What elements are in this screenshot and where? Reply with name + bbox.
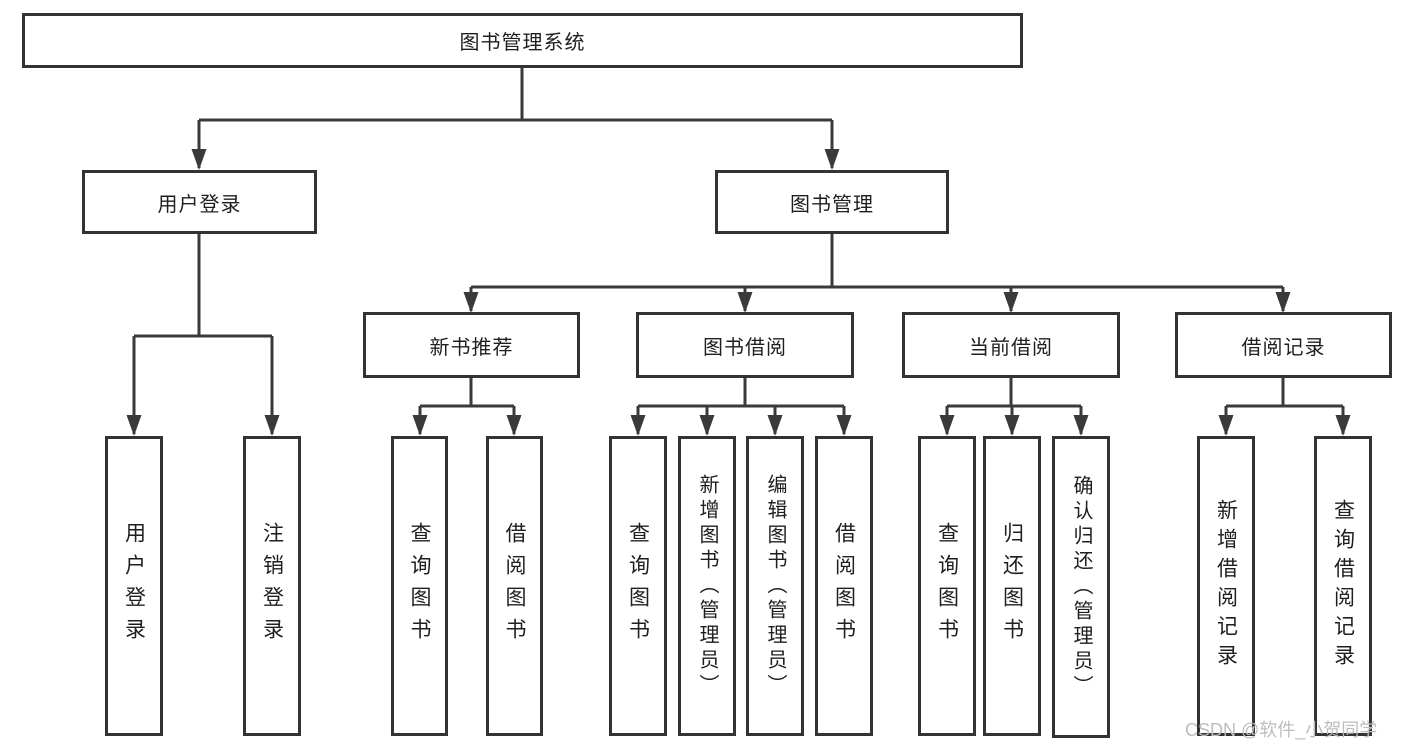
leaf-logout-label: 注销登录 [260,522,284,650]
leaf-bb-edit-books-admin-label: 编辑图书（管理员） [764,473,786,699]
leaf-cb-query-books: 查询图书 [918,436,976,736]
leaf-rec-query-books-label: 查询图书 [408,522,431,650]
leaf-cb-confirm-return-admin-label: 确认归还（管理员） [1070,474,1092,700]
leaf-user-login-label: 用户登录 [122,522,146,650]
leaf-bb-borrow-books-label: 借阅图书 [832,522,856,650]
node-root-label: 图书管理系统 [459,32,586,54]
leaf-cb-return-books: 归还图书 [983,436,1041,736]
node-root: 图书管理系统 [22,13,1023,68]
leaf-bb-edit-books-admin: 编辑图书（管理员） [746,436,804,736]
node-current-borrowing: 当前借阅 [902,312,1120,378]
leaf-cb-confirm-return-admin: 确认归还（管理员） [1052,436,1110,738]
leaf-logout: 注销登录 [243,436,301,736]
leaf-rec-query-books: 查询图书 [391,436,448,736]
node-borrowing-records: 借阅记录 [1175,312,1392,378]
node-new-book-recommend-label: 新书推荐 [429,336,514,359]
leaf-rec-borrow-books: 借阅图书 [486,436,543,736]
leaf-bb-borrow-books: 借阅图书 [815,436,873,736]
leaf-bb-query-books-label: 查询图书 [626,522,650,650]
node-borrowing-records-label: 借阅记录 [1241,336,1326,359]
leaf-bb-query-books: 查询图书 [609,436,667,736]
node-current-borrowing-label: 当前借阅 [969,336,1053,359]
leaf-br-add-record-label: 新增借阅记录 [1214,499,1238,673]
csdn-watermark: CSDN @软件_小贺同学 [1185,720,1378,740]
node-user-login: 用户登录 [82,170,317,234]
node-book-management: 图书管理 [715,170,949,234]
leaf-br-query-record-label: 查询借阅记录 [1331,499,1355,673]
node-book-management-label: 图书管理 [790,193,874,216]
leaf-bb-add-books-admin-label: 新增图书（管理员） [696,473,718,699]
node-new-book-recommend: 新书推荐 [363,312,580,378]
leaf-rec-borrow-books-label: 借阅图书 [503,522,526,650]
node-book-borrowing-label: 图书借阅 [703,336,787,359]
leaf-cb-return-books-label: 归还图书 [1000,522,1024,650]
leaf-user-login: 用户登录 [105,436,163,736]
node-user-login-label: 用户登录 [157,193,242,216]
leaf-br-query-record: 查询借阅记录 [1314,436,1372,736]
leaf-bb-add-books-admin: 新增图书（管理员） [678,436,736,736]
leaf-cb-query-books-label: 查询图书 [935,522,959,650]
node-book-borrowing: 图书借阅 [636,312,854,378]
leaf-br-add-record: 新增借阅记录 [1197,436,1255,736]
